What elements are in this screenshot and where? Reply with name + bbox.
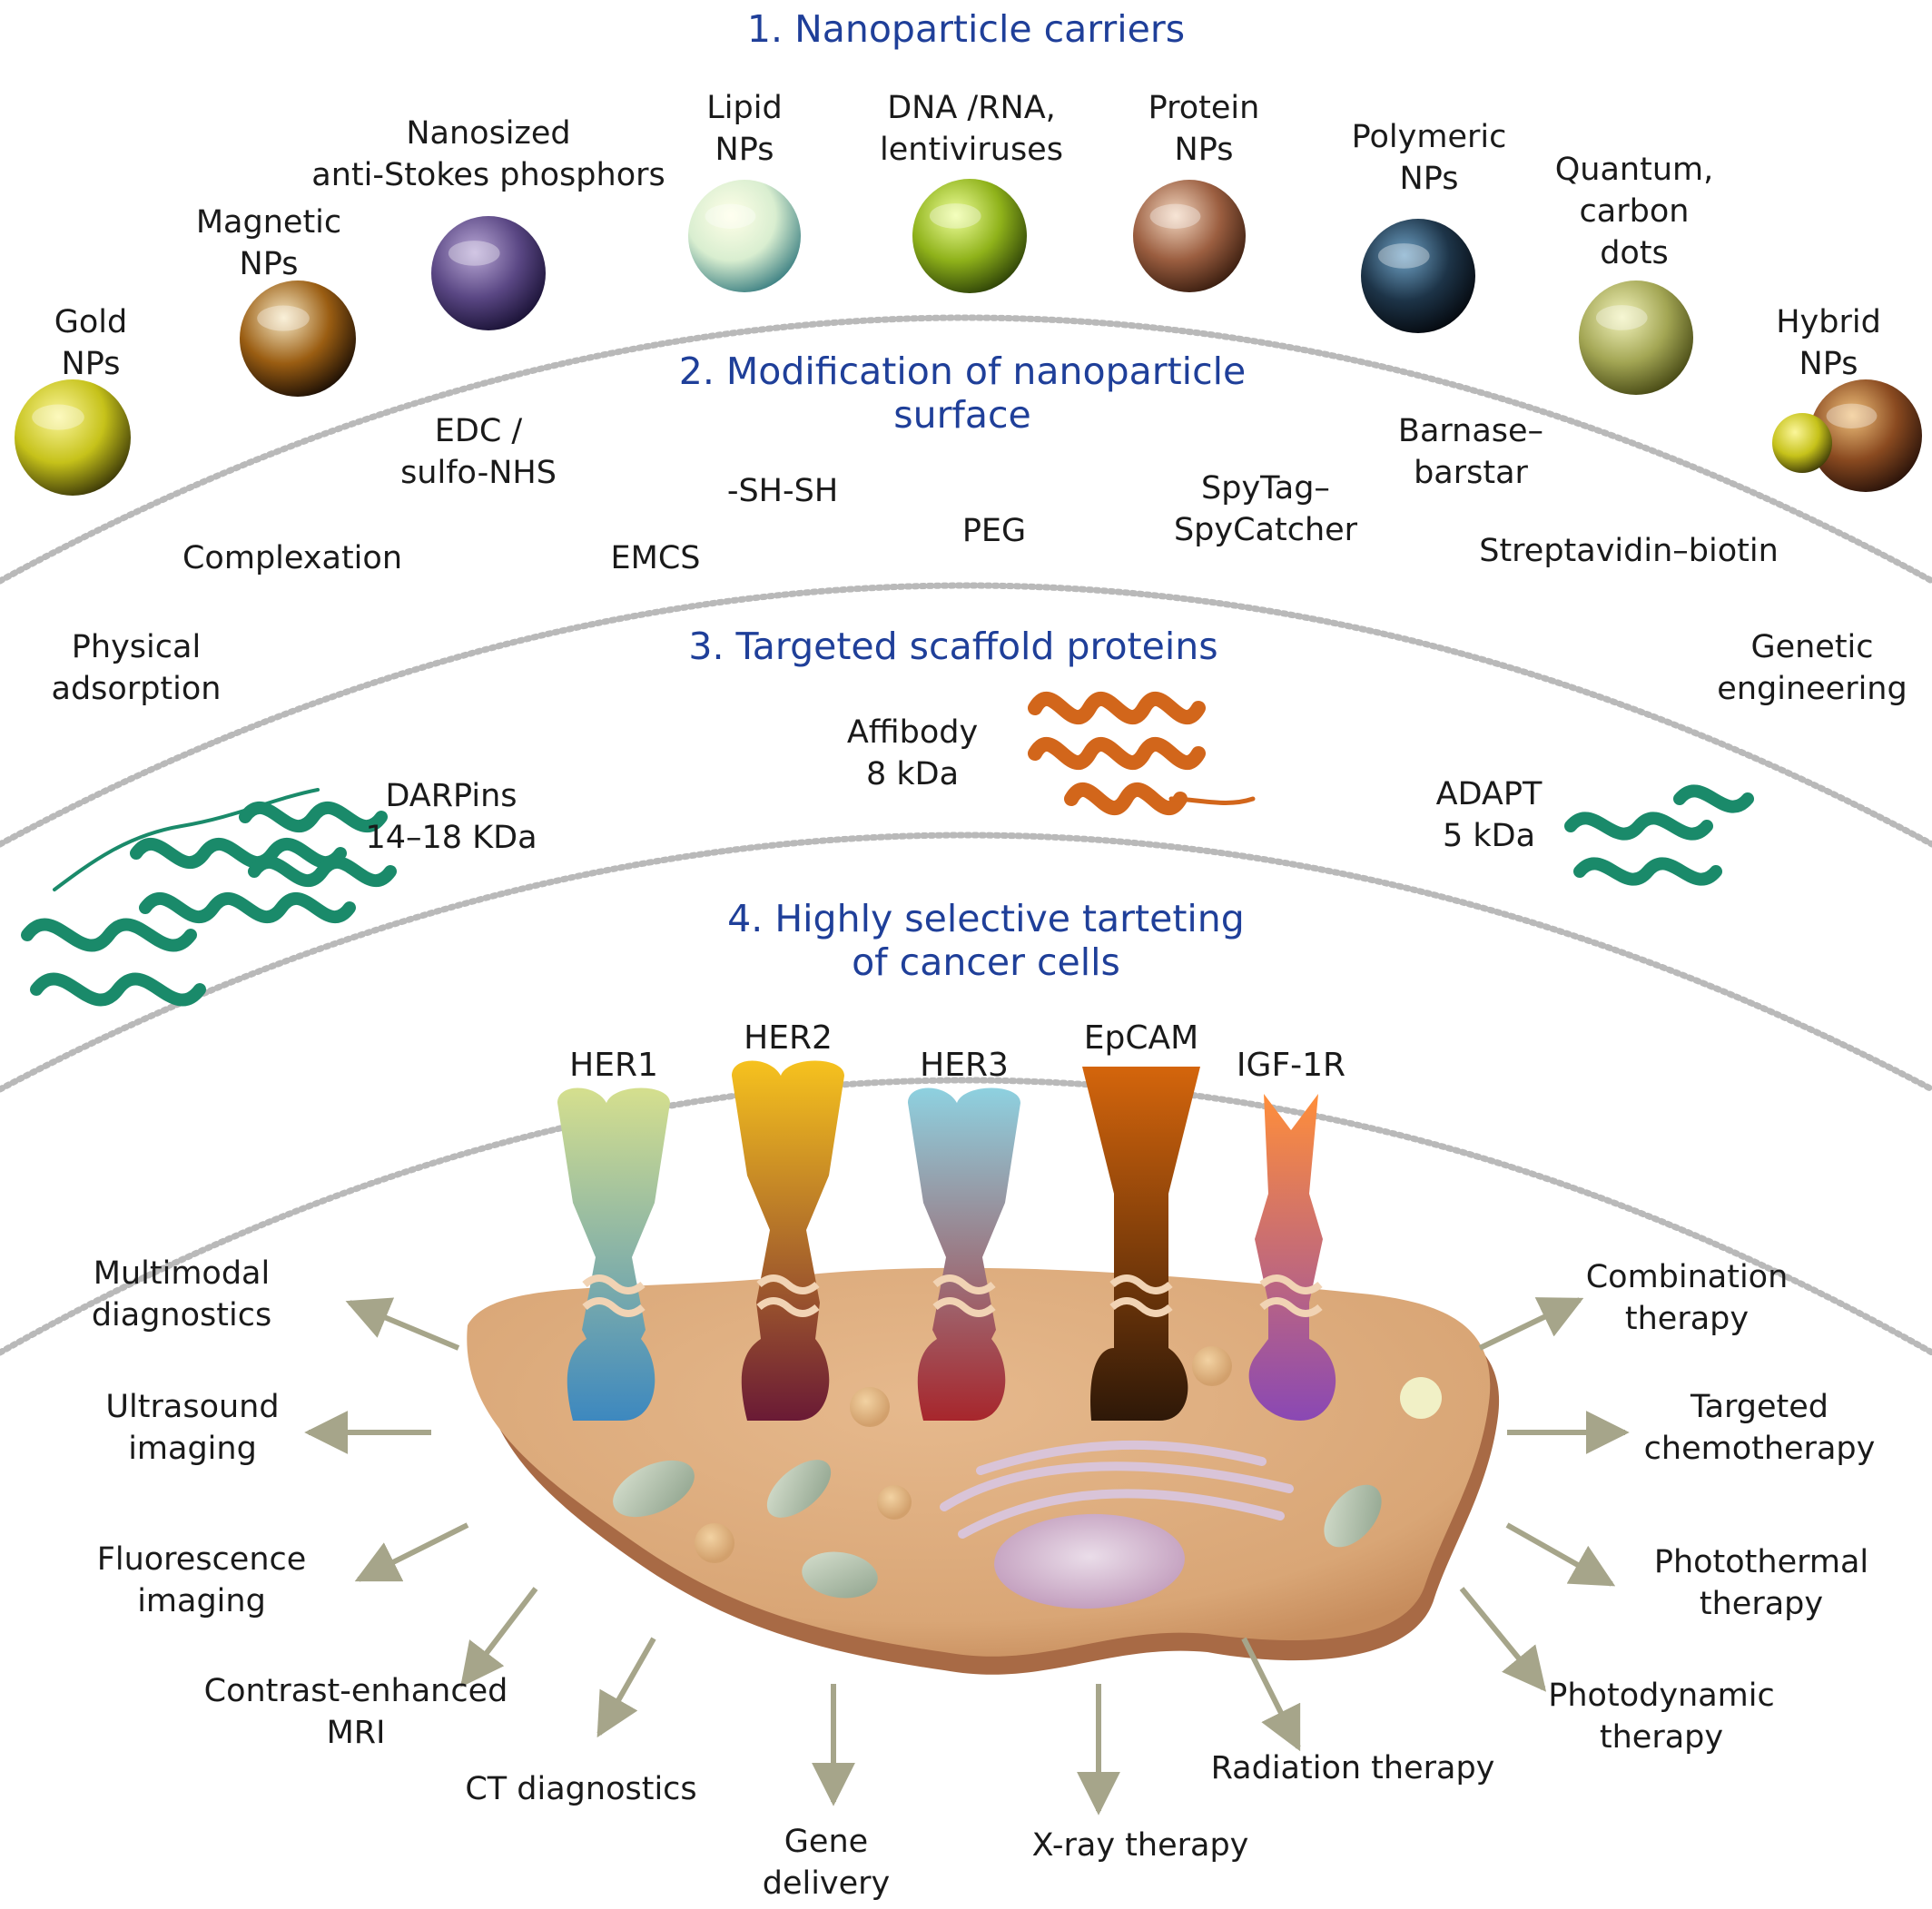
label-her1: HER1 <box>569 1047 658 1084</box>
label-sh-sh: -SH-SH <box>726 473 839 509</box>
heading-nanoparticle-carriers: 1. Nanoparticle carriers <box>746 7 1186 51</box>
sphere-7 <box>1361 219 1475 333</box>
sphere-8 <box>1579 280 1693 395</box>
heading-scaffold-proteins: 3. Targeted scaffold proteins <box>688 625 1218 668</box>
receptors <box>557 1060 1336 1421</box>
darpin-protein <box>21 788 397 1007</box>
label-epcam: EpCAM <box>1083 1019 1199 1057</box>
arc-4 <box>0 1077 1932 1356</box>
cancer-cell <box>467 1267 1500 1675</box>
label-spytag-spycatcher: SpyTag–SpyCatcher <box>1173 470 1358 548</box>
adapt-protein <box>1564 784 1754 886</box>
sphere-6 <box>1133 180 1246 292</box>
label-radiation-therapy: Radiation therapy <box>1210 1750 1495 1786</box>
label-ct-diagnostics: CT diagnostics <box>465 1771 697 1807</box>
application-arrows <box>304 1297 1630 1816</box>
carrier-spheres <box>15 179 1922 496</box>
affibody-protein <box>1028 692 1256 815</box>
arc-3 <box>0 831 1932 1093</box>
sphere-4 <box>688 180 801 292</box>
label-complexation: Complexation <box>182 540 403 576</box>
nucleus <box>994 1513 1185 1609</box>
sphere-2 <box>240 280 356 397</box>
label-emcs: EMCS <box>610 540 701 576</box>
arc-2 <box>0 582 1932 848</box>
label-her3: HER3 <box>920 1047 1009 1084</box>
vesicles <box>695 1346 1442 1563</box>
sphere-9 <box>1809 379 1922 492</box>
heading-cancer-targeting: 4. Highly selective tarteting of cancer … <box>727 897 1245 984</box>
label-barnase-barstar: Barnase–barstar <box>1397 413 1544 491</box>
mitochondria <box>613 1460 1382 1599</box>
label-dna-rna: DNA /RNA,lentiviruses <box>880 90 1063 168</box>
label-peg: PEG <box>961 513 1027 549</box>
sphere-1 <box>15 379 131 496</box>
heading-surface-modification: 2. Modification of nanoparticle surface <box>678 349 1247 437</box>
label-her2: HER2 <box>744 1019 833 1057</box>
label-x-ray-therapy: X-ray therapy <box>1031 1827 1249 1864</box>
label-edc-sulfo-nhs: EDC /sulfo-NHS <box>400 413 557 491</box>
receptor-epcam <box>1082 1067 1200 1421</box>
label-igf-1r: IGF-1R <box>1236 1047 1346 1084</box>
label-streptavidin-biotin: Streptavidin–biotin <box>1479 533 1779 569</box>
receptor-her1 <box>557 1087 670 1421</box>
sphere-3 <box>431 216 546 330</box>
hybrid-gold-bead <box>1772 413 1832 473</box>
receptor-her3 <box>908 1087 1020 1421</box>
sphere-5 <box>912 179 1027 293</box>
layer-arcs <box>0 314 1932 1356</box>
arc-1 <box>0 314 1932 585</box>
receptor-igf-1r <box>1248 1094 1336 1421</box>
er-membranes <box>940 1440 1294 1539</box>
receptor-her2 <box>732 1060 844 1421</box>
